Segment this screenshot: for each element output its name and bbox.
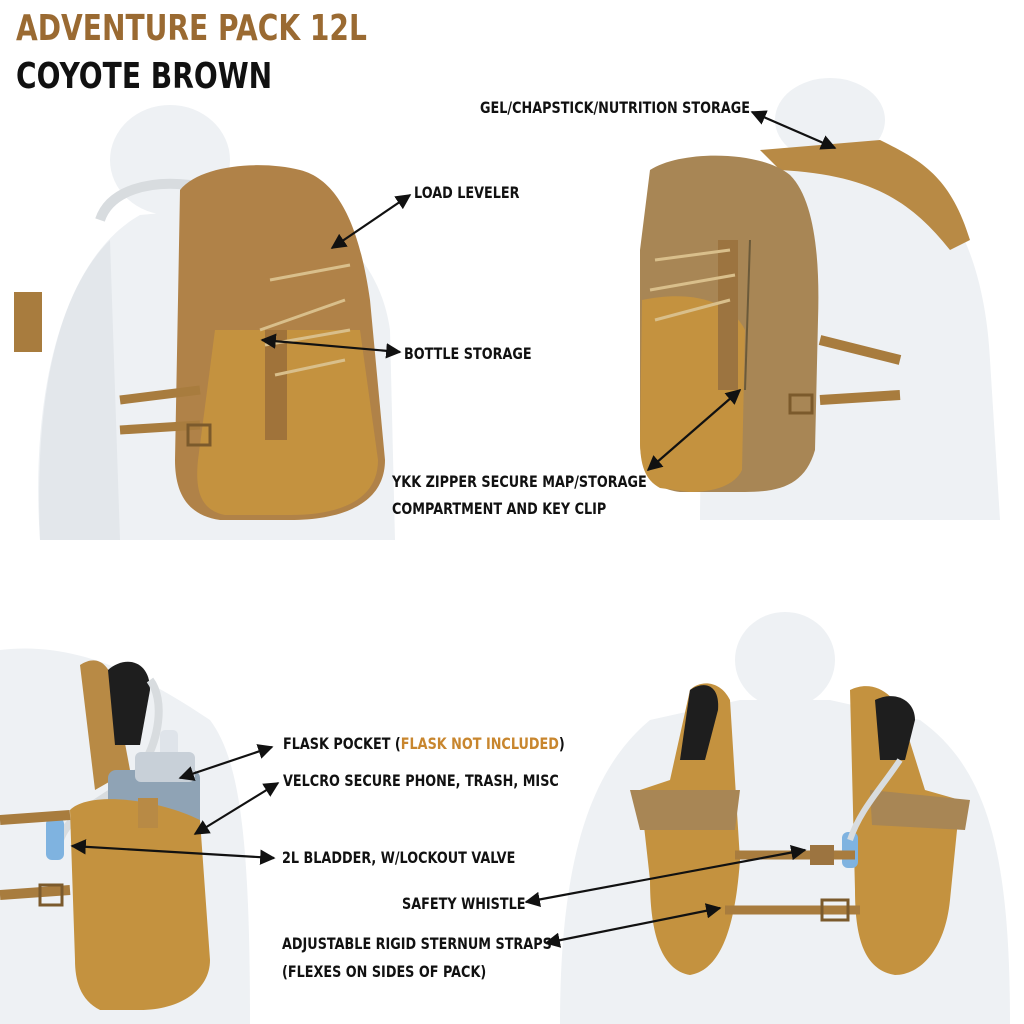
label-bladder: 2L BLADDER, W/LOCKOUT VALVE — [282, 848, 516, 867]
flask-suffix: ) — [558, 734, 565, 753]
pack-view-back-right — [640, 78, 1000, 520]
pack-view-front — [560, 612, 1010, 1024]
label-ykk-line1: YKK ZIPPER SECURE MAP/STORAGE — [392, 472, 647, 491]
flask-prefix: FLASK POCKET ( — [283, 734, 401, 753]
label-gel-storage: GEL/CHAPSTICK/NUTRITION STORAGE — [480, 98, 751, 117]
label-sternum-line2: (FLEXES ON SIDES OF PACK) — [282, 962, 487, 981]
label-ykk-line2: COMPARTMENT AND KEY CLIP — [392, 499, 607, 518]
pack-view-back-left — [14, 105, 395, 540]
flask-not-included: FLASK NOT INCLUDED — [400, 734, 559, 753]
product-title: ADVENTURE PACK 12L — [16, 8, 367, 49]
callout-arrows — [70, 110, 837, 948]
label-velcro: VELCRO SECURE PHONE, TRASH, MISC — [283, 771, 559, 790]
label-safety-whistle: SAFETY WHISTLE — [402, 894, 526, 913]
pack-view-side — [0, 648, 250, 1024]
label-load-leveler: LOAD LEVELER — [414, 183, 520, 202]
product-color: COYOTE BROWN — [16, 56, 273, 97]
label-bottle-storage: BOTTLE STORAGE — [404, 344, 532, 363]
label-sternum-line1: ADJUSTABLE RIGID STERNUM STRAPS — [282, 934, 552, 953]
label-flask-pocket: FLASK POCKET (FLASK NOT INCLUDED) — [283, 734, 565, 753]
